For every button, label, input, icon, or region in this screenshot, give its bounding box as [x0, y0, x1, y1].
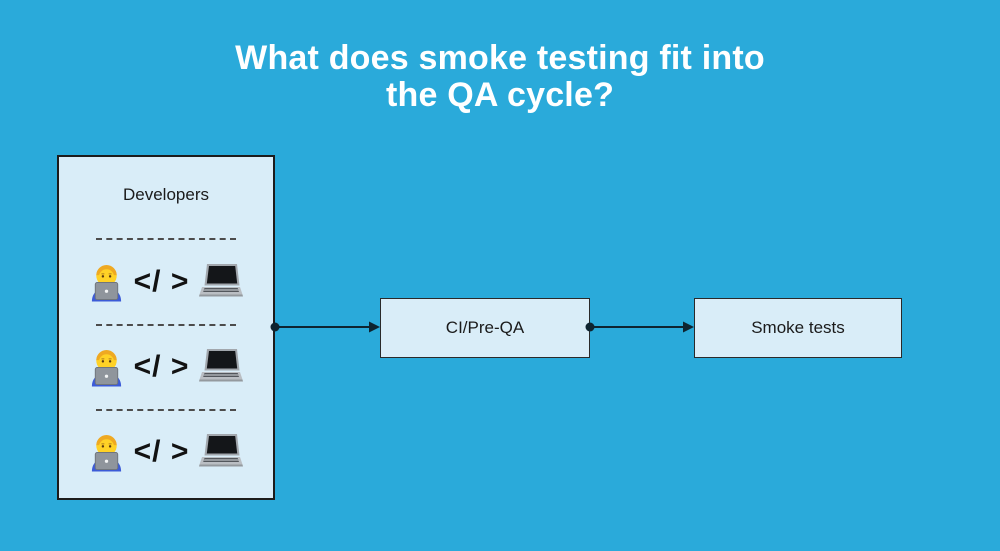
- node-label: Smoke tests: [751, 318, 845, 337]
- developer-row: </ >: [59, 429, 273, 475]
- arrow-developers-to-ci: [270, 321, 380, 333]
- title-line-1: What does smoke testing fit into: [235, 39, 765, 77]
- page-title: What does smoke testing fit into the QA …: [0, 40, 1000, 114]
- laptop-emoji-icon: [198, 346, 244, 388]
- node-label: CI/Pre-QA: [445, 318, 525, 337]
- code-text: </ >: [133, 350, 190, 383]
- laptop-emoji-icon: [198, 431, 244, 473]
- arrow-ci-to-smoke-tests: [585, 321, 694, 333]
- node-smoke-tests: Smoke tests: [694, 298, 902, 358]
- developer-row: </ >: [59, 344, 273, 390]
- dashed-separator: [96, 324, 236, 326]
- technologist-emoji-icon: [88, 262, 125, 302]
- code-text: </ >: [133, 435, 190, 468]
- node-ci-pre-qa: CI/Pre-QA: [380, 298, 590, 358]
- developers-label: Developers: [123, 185, 209, 204]
- code-text: </ >: [133, 265, 190, 298]
- technologist-emoji-icon: [88, 432, 125, 472]
- title-line-2: the QA cycle?: [385, 76, 615, 114]
- dashed-separator: [96, 409, 236, 411]
- technologist-emoji-icon: [88, 347, 125, 387]
- laptop-emoji-icon: [198, 261, 244, 303]
- developers-group-box: Developers </ >: [57, 155, 275, 500]
- dashed-separator: [96, 238, 236, 240]
- developer-row: </ >: [59, 259, 273, 305]
